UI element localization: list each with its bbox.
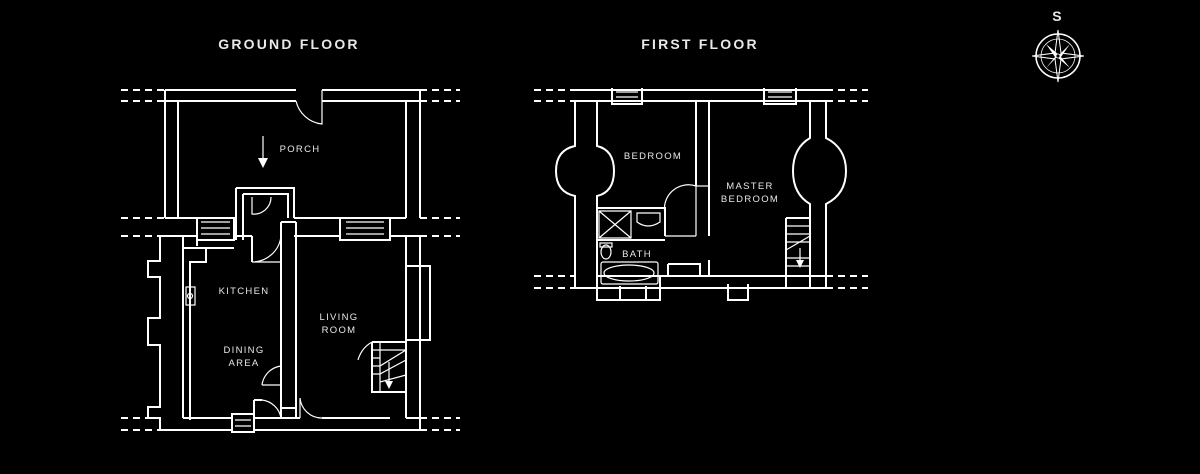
- bath-label: BATH: [622, 249, 652, 260]
- first-floor-plan: BEDROOM MASTER BEDROOM BATH: [534, 88, 868, 301]
- ground-floor-title: GROUND FLOOR: [218, 36, 360, 52]
- first-floor-title: FIRST FLOOR: [641, 36, 759, 52]
- ground-floor-plan: PORCH KITCHEN DINING AREA LIVING ROOM: [121, 89, 460, 433]
- compass: S: [1031, 8, 1085, 83]
- compass-label: S: [1052, 8, 1064, 24]
- bedroom-label: BEDROOM: [624, 151, 682, 162]
- kitchen-label: KITCHEN: [219, 286, 270, 297]
- porch-label: PORCH: [280, 144, 321, 155]
- master-bedroom-label-line2: BEDROOM: [721, 194, 779, 205]
- dining-area-label-line2: AREA: [228, 358, 259, 369]
- living-room-label-line1: LIVING: [320, 312, 359, 323]
- master-bedroom-label-line1: MASTER: [726, 181, 773, 192]
- dining-area-label-line1: DINING: [223, 345, 264, 356]
- compass-rose-icon: [1031, 29, 1085, 83]
- living-room-label-line2: ROOM: [322, 325, 357, 336]
